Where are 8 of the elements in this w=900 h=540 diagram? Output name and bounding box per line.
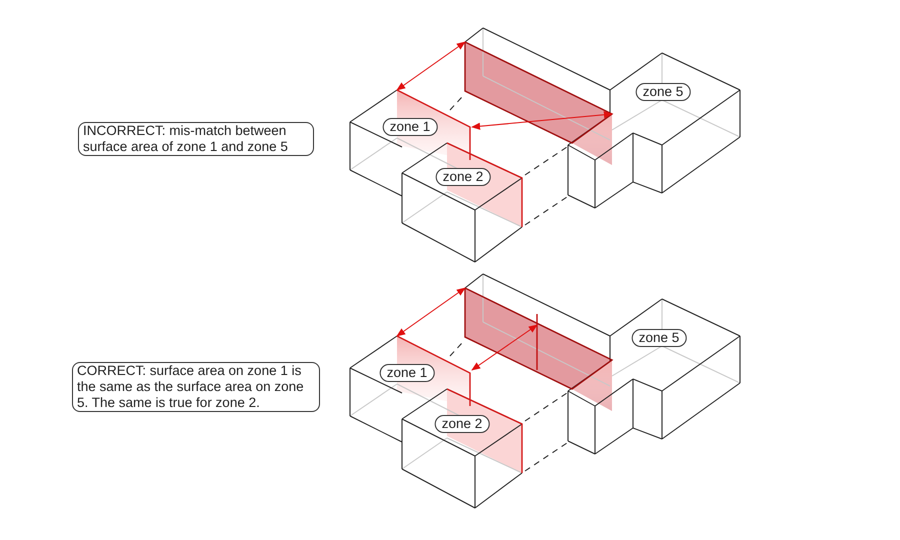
zone-label: zone 2	[436, 168, 490, 186]
zone-label: zone 5	[636, 83, 690, 101]
note-box: INCORRECT: mis-match between surface area of zone 1 and zone 5	[78, 122, 314, 156]
zone-label: zone 5	[632, 329, 686, 347]
zone-label: zone 1	[382, 118, 438, 136]
zone-label: zone 2	[434, 415, 490, 433]
note-box: CORRECT: surface area on zone 1 is the same as the surface area on zone 5. The same is true for zone 2.	[72, 362, 320, 412]
zone-label: zone 1	[380, 364, 434, 382]
